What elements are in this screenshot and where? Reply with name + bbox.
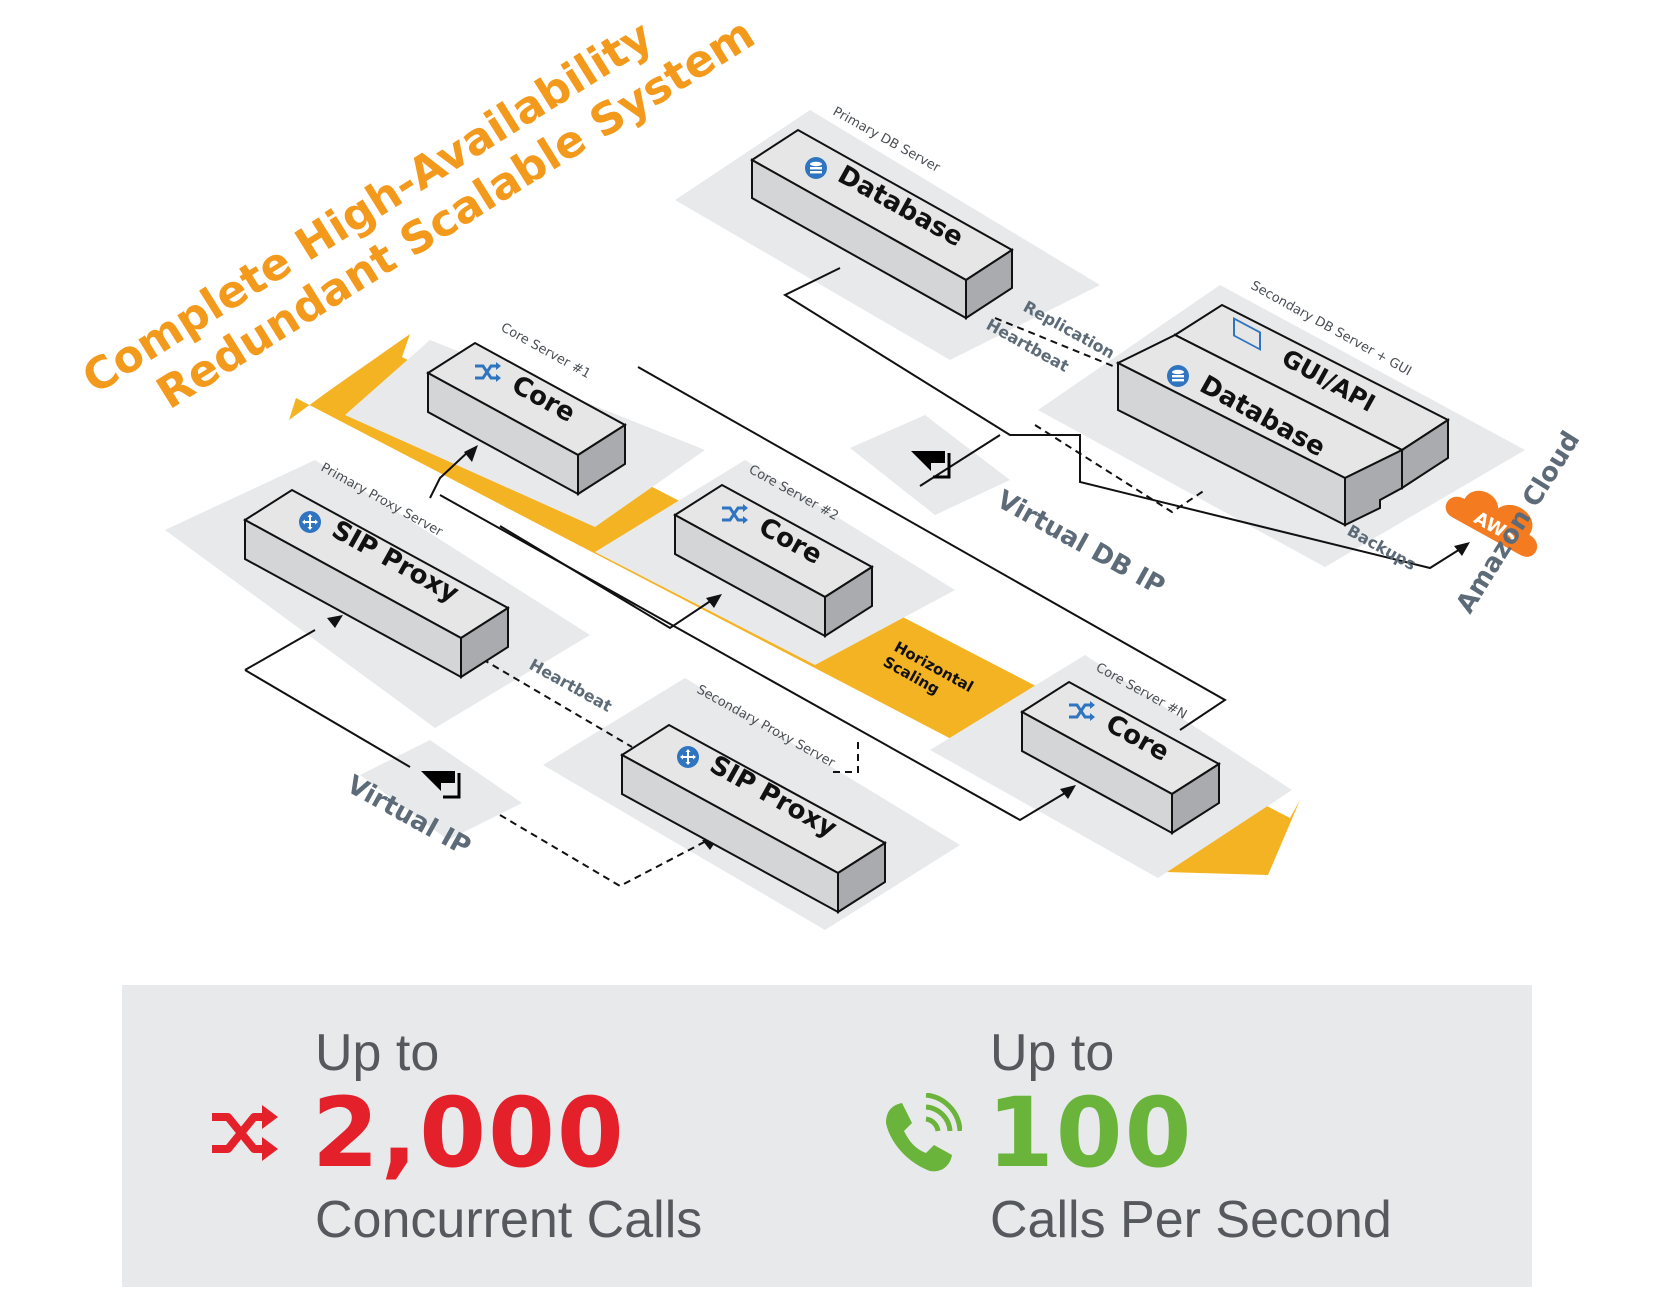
architecture-diagram: Complete High-Availability Redundant Sca… bbox=[74, 8, 1586, 930]
stats-panel: Up to 2,000 Concurrent Calls Up to 100 C… bbox=[122, 985, 1532, 1287]
phone-icon bbox=[886, 1093, 962, 1172]
line-heartbeat-db bbox=[1034, 424, 1206, 514]
stat-prefix: Up to bbox=[990, 1024, 1115, 1082]
title-line-1: Complete High-Availability bbox=[74, 11, 662, 405]
line-vip-proxy bbox=[244, 629, 411, 768]
label-virtual-db-ip: Virtual DB IP bbox=[992, 485, 1170, 602]
stat-calls-per-second: Up to 100 Calls Per Second bbox=[822, 985, 1532, 1287]
server-secondary-db: GUI/API Database Secondary DB Server + G… bbox=[1115, 278, 1450, 527]
line-proxy-secondary bbox=[830, 742, 859, 773]
line-core1-coreN bbox=[637, 366, 1227, 731]
shuffle-icon bbox=[212, 1105, 278, 1161]
line-proxy-core2 bbox=[499, 525, 716, 630]
line-heartbeat-proxy bbox=[471, 652, 633, 748]
connections bbox=[244, 267, 1466, 822]
line-proxy-core1 bbox=[429, 449, 471, 499]
line-db-virtualdb bbox=[782, 267, 1466, 570]
stat-value: 100 bbox=[987, 1077, 1194, 1189]
label-heartbeat-proxy: Heartbeat bbox=[526, 655, 615, 716]
server-core2: Core Core Server #2 bbox=[673, 462, 874, 638]
stat-caption: Calls Per Second bbox=[990, 1191, 1392, 1249]
line-vip-secondary bbox=[499, 814, 713, 888]
line-proxy-coreN bbox=[439, 494, 1071, 822]
monitor-icon bbox=[1233, 317, 1261, 351]
stat-concurrent-calls: Up to 2,000 Concurrent Calls bbox=[122, 985, 822, 1287]
stat-value: 2,000 bbox=[312, 1077, 626, 1189]
stat-prefix: Up to bbox=[315, 1024, 440, 1082]
stat-caption: Concurrent Calls bbox=[315, 1191, 703, 1249]
line-replication bbox=[994, 317, 1136, 376]
